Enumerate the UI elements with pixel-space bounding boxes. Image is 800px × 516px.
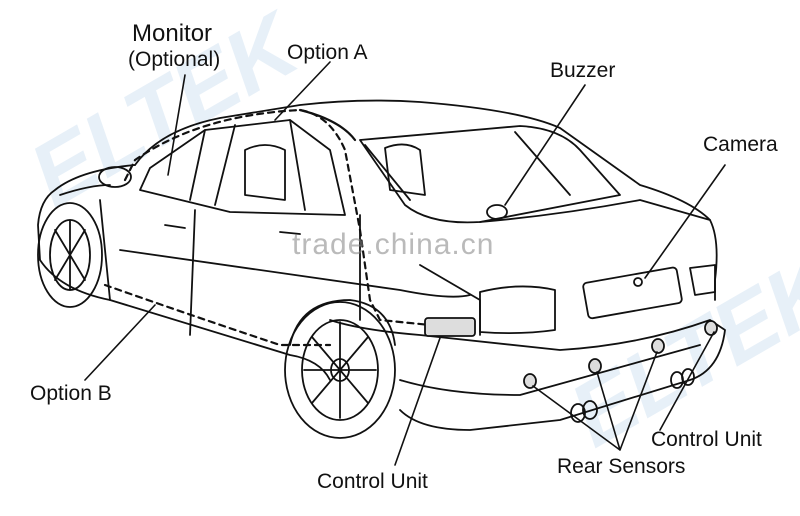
label-monitor-optional: (Optional) (128, 48, 221, 71)
rear-bumper (329, 319, 726, 431)
leader-rear-sensors (532, 351, 658, 451)
car-roof (134, 99, 711, 221)
side-windows (139, 119, 346, 216)
exhaust-pipes (570, 368, 695, 423)
label-rear-sensors: Rear Sensors (557, 455, 686, 478)
label-control-unit-rear: Control Unit (651, 428, 762, 451)
rear-window (359, 125, 621, 224)
wiring-top (298, 108, 357, 142)
label-option-b: Option B (30, 382, 112, 405)
leader-monitor (167, 74, 186, 176)
wiring-option-b (103, 283, 332, 347)
leader-control-unit-front (394, 337, 441, 466)
leader-camera (644, 164, 726, 279)
leader-option-b (84, 304, 156, 381)
wiring-option-a (123, 108, 432, 327)
tail-light (479, 285, 556, 335)
leader-control-unit-rear (659, 331, 715, 431)
control-unit-device (424, 317, 476, 337)
label-camera: Camera (703, 133, 778, 156)
side-mirror (98, 166, 132, 188)
label-control-unit-front: Control Unit (317, 470, 428, 493)
trunk (479, 199, 718, 301)
label-buzzer: Buzzer (550, 59, 616, 82)
buzzer-device (486, 204, 508, 220)
leader-buzzer (504, 84, 586, 206)
camera-device (633, 277, 643, 287)
rear-wheel (284, 299, 396, 439)
watermark-text: trade.china.cn (292, 228, 495, 261)
label-monitor: Monitor (132, 20, 213, 47)
label-option-a: Option A (287, 41, 368, 64)
front-wheel (37, 202, 103, 308)
license-plate (582, 266, 683, 320)
leader-option-a (274, 61, 331, 121)
